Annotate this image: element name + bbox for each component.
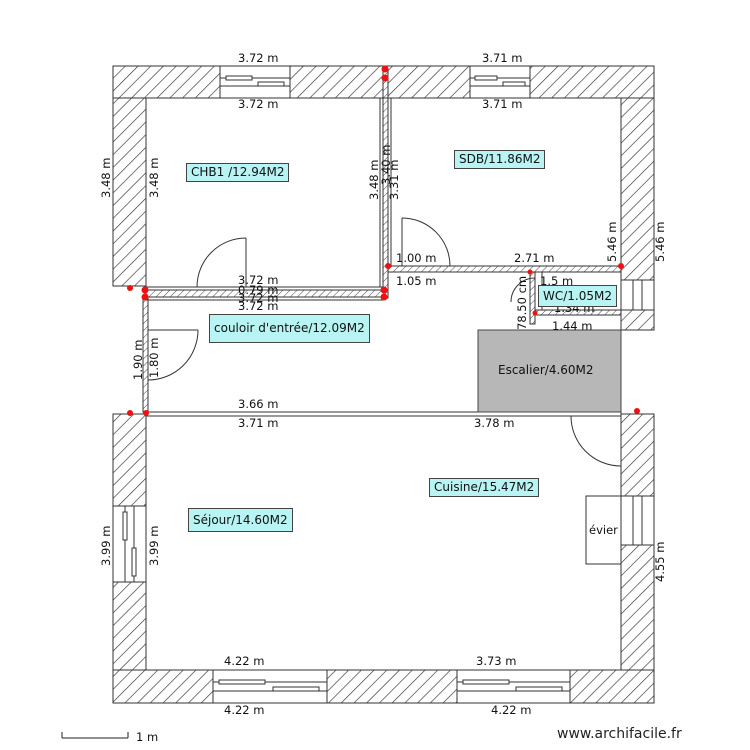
window-left — [112, 505, 147, 583]
dim-wc-d: 78.50 cm — [515, 276, 529, 330]
scale-bar — [61, 732, 129, 739]
dim-sdb-door-a: 1.00 m — [396, 251, 436, 265]
room-label-sejour: Séjour/14.60M2 — [188, 508, 293, 532]
dim-couloir-out: 1.90 m — [131, 340, 145, 380]
junction-markers — [127, 65, 640, 416]
dim-top-in-left: 3.72 m — [238, 97, 278, 111]
dim-chb-bottom-b: 0.79 m — [238, 283, 278, 297]
dim-mid-wall-b: 3.31 m — [387, 160, 401, 200]
room-label-cuisine: Cuisine/15.47M2 — [429, 478, 540, 497]
dim-right-out-bottom: 4.55 m — [653, 542, 667, 582]
dim-right-out-top: 5.46 m — [653, 222, 667, 262]
dim-chb-bottom-a: 3.72 m — [238, 273, 278, 287]
room-label-couloir: couloir d'entrée/12.09M2 — [209, 314, 370, 343]
sink-fixture — [585, 495, 622, 565]
dim-bottom-in-right: 3.73 m — [476, 654, 516, 668]
room-label-chb1: CHB1 /12.94M2 — [186, 163, 290, 182]
dimension-labels: 3.72 m 3.71 m 3.72 m 3.71 m 3.48 m 3.48 … — [99, 51, 667, 717]
dim-couloir-in: 1.80 m — [147, 338, 161, 378]
dim-sejour-top: 3.71 m — [238, 416, 278, 430]
dim-right-in-top: 5.46 m — [605, 222, 619, 262]
doors — [147, 217, 622, 467]
dim-chb-bottom-d: 3.72 m — [238, 299, 278, 313]
dim-bottom-out-right: 4.22 m — [491, 703, 531, 717]
dim-wc-a: 1.5 m — [540, 274, 573, 288]
dim-left-in-bottom: 3.99 m — [147, 526, 161, 566]
window-wc — [620, 279, 655, 311]
room-label-wc: WC/1.05M2 — [538, 285, 617, 307]
exterior-walls — [112, 65, 655, 704]
dim-mid-wall-a: 3.48 m — [367, 160, 381, 200]
stairs-block — [477, 329, 622, 413]
dim-bottom-out-left: 4.22 m — [224, 703, 264, 717]
watermark: www.archifacile.fr — [557, 726, 682, 742]
room-label-sdb: SDB/11.86M2 — [454, 150, 546, 169]
dim-left-out-bottom: 3.99 m — [99, 526, 113, 566]
window-right — [620, 495, 655, 546]
dim-top-out-left: 3.72 m — [238, 51, 278, 65]
dim-chb-bottom-c: 3.72 m — [238, 291, 278, 305]
scale-label: 1 m — [136, 730, 158, 744]
dim-sdb-door-b: 1.05 m — [396, 274, 436, 288]
dim-top-out-right: 3.71 m — [482, 51, 522, 65]
windows — [112, 65, 655, 704]
sink-label: évier — [589, 523, 618, 537]
dim-left-out-top: 3.48 m — [99, 158, 113, 198]
room-label-escalier: Escalier/4.60M2 — [498, 363, 594, 377]
dim-left-in-top: 3.48 m — [147, 158, 161, 198]
dim-wc-c: 1.44 m — [552, 319, 592, 333]
dim-mid-wall-c: 3.40 m — [379, 145, 393, 185]
dim-top-in-right: 3.71 m — [482, 97, 522, 111]
dim-couloir-bottom: 3.66 m — [238, 397, 278, 411]
dim-sdb-bottom: 2.71 m — [514, 251, 554, 265]
dim-cuisine-top: 3.78 m — [474, 416, 514, 430]
dim-bottom-in-left: 4.22 m — [224, 654, 264, 668]
